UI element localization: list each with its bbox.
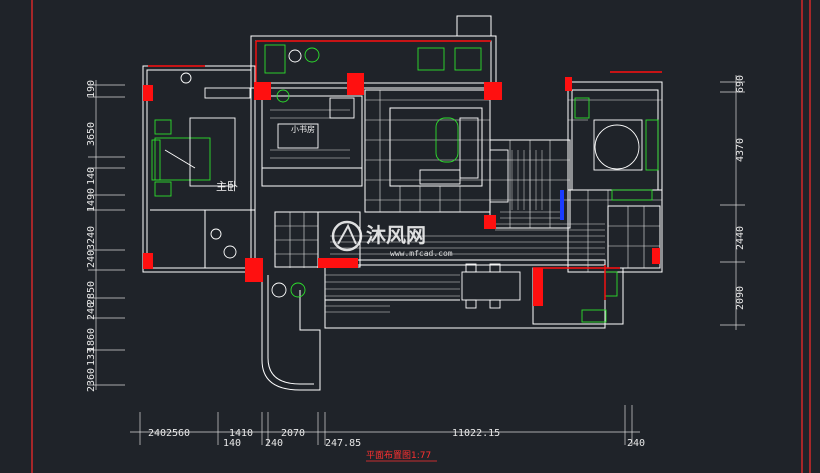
dim-bottom-8: 240 [627, 438, 645, 449]
drawing-title: 平面布置图1:77 [366, 449, 431, 461]
red-wall-outlines [148, 40, 662, 300]
dim-bottom-2: 1410 [229, 428, 253, 439]
room-label-small-study: 小书房 [291, 124, 315, 134]
dim-left-4: 3240 [86, 226, 97, 250]
drawing-frame [31, 0, 811, 473]
dimension-text-bottom: 240 2560 1410 140 240 2070 247.85 11022.… [148, 428, 645, 449]
dim-left-2: 140 [86, 167, 97, 185]
room-label-master-bedroom: 主卧 [216, 180, 238, 193]
dim-left-6: 2850 [86, 281, 97, 305]
dim-left-3: 1490 [86, 188, 97, 212]
dim-left-8: 1860 [86, 328, 97, 352]
dim-bottom-4: 240 [265, 438, 283, 449]
dim-right-2: 2440 [735, 226, 746, 250]
dim-bottom-3: 140 [223, 438, 241, 449]
wardrobe [204, 87, 251, 99]
watermark-logo-icon [331, 220, 363, 252]
desk [277, 123, 319, 149]
dim-left-10: 2360 [86, 368, 97, 392]
dimension-lines [88, 75, 745, 445]
dim-left-5: 240 [86, 250, 97, 268]
dim-left-9: 133 [86, 348, 97, 366]
dim-bottom-1: 2560 [166, 428, 190, 439]
dim-bottom-7: 11022.15 [452, 428, 500, 439]
blue-door-accent [560, 190, 564, 220]
round-table [594, 124, 640, 170]
dimension-text-right: 690 4370 2440 2090 [735, 75, 746, 310]
dim-left-0: 190 [86, 80, 97, 98]
dim-right-3: 2090 [735, 286, 746, 310]
master-bed [154, 137, 211, 181]
dimension-text-left: 190 3650 140 1490 3240 240 2850 240 1860… [86, 80, 97, 392]
dim-bottom-5: 2070 [281, 428, 305, 439]
toilet [223, 245, 237, 259]
watermark-brand-text: 沐风网 [366, 223, 426, 247]
dim-right-0: 690 [735, 75, 746, 93]
dim-left-7: 240 [86, 302, 97, 320]
dim-right-1: 4370 [735, 138, 746, 162]
wood-floor-hatch [270, 109, 605, 313]
watermark-url-text: www.mfcad.com [390, 249, 453, 258]
dim-bottom-6: 247.85 [325, 438, 361, 449]
dining-table [461, 271, 521, 301]
floor-tile-grid [275, 90, 662, 272]
coffee-table [435, 117, 459, 163]
dim-left-1: 3650 [86, 122, 97, 146]
tv-cabinet [489, 149, 509, 203]
furniture [151, 44, 659, 323]
dim-bottom-0: 240 [148, 428, 166, 439]
structural-columns [143, 73, 660, 306]
walls [142, 15, 663, 391]
watermark: 沐风网 www.mfcad.com [331, 220, 453, 258]
